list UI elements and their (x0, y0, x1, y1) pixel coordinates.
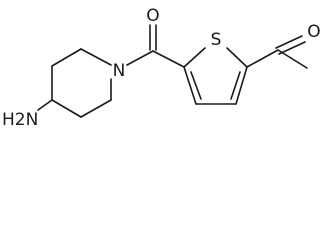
svg-text:O: O (146, 6, 159, 26)
bond-c3-c2 (183, 66, 197, 105)
bond-c4-c5 (51, 99, 82, 118)
bond-c2-s (183, 47, 206, 68)
bond-acetyl-methyl (277, 49, 308, 69)
svg-text:N: N (113, 61, 126, 81)
bond-c5-c6 (80, 99, 112, 118)
bond-c5-acetyl (246, 49, 279, 68)
bond-carbonyl-thiophene (152, 50, 185, 68)
bond-c5-c4 (235, 66, 248, 105)
atom-label-n-ring: N (113, 61, 126, 81)
bond-n-c2 (80, 48, 112, 66)
carbonyl-double-bond (149, 24, 157, 51)
acetyl-double-bond (275, 35, 306, 55)
svg-text:O: O (307, 22, 320, 42)
bond-n-carbonyl (126, 50, 154, 66)
bond-c2-c3 (51, 48, 82, 67)
atom-label-o-acetyl: O (307, 22, 320, 42)
atom-label-s: S (211, 30, 222, 50)
bond-s-c5 (226, 47, 248, 68)
thiophene-ring (183, 47, 248, 105)
molecule-structure: O N S H2N O (2, 6, 321, 130)
atom-label-nh2: H2N (2, 110, 38, 130)
svg-text:H2N: H2N (2, 110, 38, 130)
bond-c4-nh2 (37, 99, 53, 111)
svg-text:S: S (211, 30, 222, 50)
atom-label-o-carbonyl: O (146, 6, 159, 26)
piperidine-ring (51, 48, 112, 118)
